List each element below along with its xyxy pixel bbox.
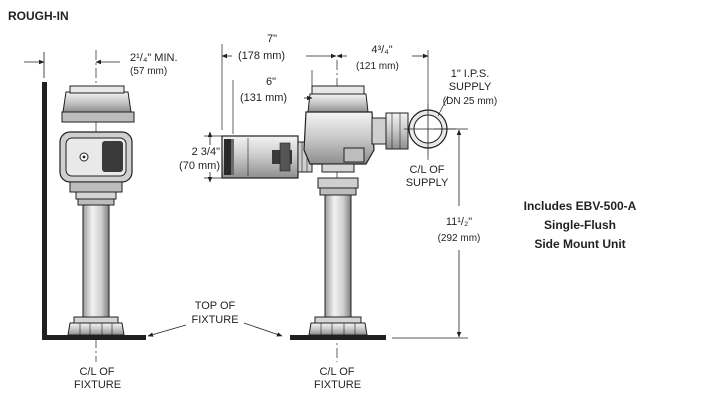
wall: [42, 82, 47, 340]
dim-11-1-2-mm: (292 mm): [428, 233, 490, 245]
supply-centerline-label: C/L OF: [409, 164, 445, 176]
floor-left: [42, 335, 146, 340]
dim-7-mm: (178 mm): [238, 50, 286, 62]
fixture-centerline-label-left-2: FIXTURE: [74, 379, 122, 391]
supply-dn-label: (DN 25 mm): [442, 96, 498, 107]
dim-6-mm: (131 mm): [240, 92, 288, 104]
dim-2-3-4-mm: (70 mm): [179, 160, 220, 172]
dim-2-3-4-label: 2 3/4": [191, 146, 220, 158]
supply-centerline-label-2: SUPPLY: [405, 177, 449, 189]
flush-pipe-left: [82, 204, 110, 318]
dim-4-3-4-mm: (121 mm): [356, 61, 399, 72]
supply-size-label: 1" I.P.S.: [450, 68, 490, 80]
top-of-fixture-label: TOP OF: [194, 300, 236, 312]
dim-7-label: 7": [266, 33, 278, 45]
min-dimension-mm: (57 mm): [130, 66, 168, 77]
flush-pipe-right: [324, 194, 352, 318]
includes-note-line-2: Single-Flush: [544, 218, 616, 232]
includes-note: Includes EBV-500-A Single-Flush Side Mou…: [514, 197, 646, 254]
left-view: [24, 50, 146, 362]
top-of-fixture-label-2: FIXTURE: [191, 314, 239, 326]
fixture-centerline-label-right-2: FIXTURE: [314, 379, 362, 391]
right-view: [221, 50, 456, 362]
dim-11-1-2-label: 11¹/₂": [434, 216, 484, 228]
sensor-window-left: [102, 141, 123, 172]
floor-right: [290, 335, 386, 340]
fixture-centerline-label-right: C/L OF: [319, 366, 355, 378]
page-title: ROUGH-IN: [8, 9, 69, 23]
valve-cap-right: [307, 93, 369, 113]
dim-4-3-4-label: 4³/₄": [371, 44, 393, 56]
supply-word-label: SUPPLY: [448, 81, 492, 93]
valve-cap-left: [62, 91, 132, 113]
min-dimension-label: 2¹/₄" MIN.: [130, 52, 178, 64]
fixture-centerline-label-left: C/L OF: [79, 366, 115, 378]
includes-note-line-1: Includes EBV-500-A: [523, 199, 637, 213]
includes-note-line-3: Side Mount Unit: [534, 237, 626, 251]
dim-6-label: 6": [265, 76, 277, 88]
